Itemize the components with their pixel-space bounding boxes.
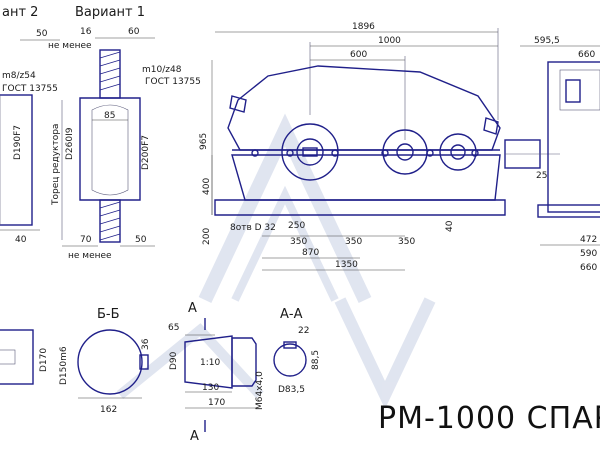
variant-1-header: Вариант 1 (75, 5, 145, 20)
cut-a-bottom: А (190, 429, 199, 444)
dim-40: 40 (445, 220, 455, 232)
variant2-spline: m8/z54 (2, 71, 36, 81)
variant2-dim-40: 40 (15, 235, 27, 245)
shaft-d150: D150m6 (59, 346, 69, 385)
taper-d90: D90 (169, 351, 179, 370)
variant1-dim-85: 85 (104, 111, 115, 121)
shaft-detail-left: D170 D150m6 (0, 329, 69, 385)
cut-a-top: А (188, 301, 197, 316)
dim-965: 965 (199, 133, 209, 150)
taper-ratio: 1:10 (200, 358, 220, 368)
taper-dim-65: 65 (168, 323, 179, 333)
variant1-not-less-top: не менее (48, 41, 92, 51)
dim-1350: 1350 (335, 260, 358, 270)
section-aa-view: А-А 22 88,5 D83,5 (273, 307, 321, 395)
shaft-d170: D170 (39, 348, 49, 372)
side-dim-660-top: 660 (578, 50, 595, 60)
side-dim-590: 590 (580, 249, 597, 259)
shaft-bearing-3 (439, 133, 477, 171)
dim-400: 400 (202, 178, 212, 195)
variant1-spline: m10/z48 (142, 65, 182, 75)
variant1-not-less-bottom: не менее (68, 251, 112, 261)
dim-350-a: 350 (290, 237, 307, 247)
dim-870: 870 (302, 248, 319, 258)
variant1-upper-hatch (99, 51, 121, 91)
dim-350-b: 350 (345, 237, 362, 247)
variant1-d260: D260I9 (65, 127, 75, 160)
shaft-bearing-2 (382, 129, 428, 175)
variant-1-view: Вариант 1 16 60 не менее m10/z48 ГОСТ 13… (48, 5, 201, 261)
bb-dim-162: 162 (100, 405, 117, 415)
dim-200: 200 (202, 228, 212, 245)
dim-1896: 1896 (352, 22, 375, 32)
variant1-dim-50: 50 (135, 235, 147, 245)
variant1-d200: D200F7 (141, 135, 151, 170)
section-aa-label: А-А (280, 307, 303, 322)
variant1-gost: ГОСТ 13755 (145, 77, 201, 87)
dim-600: 600 (350, 50, 367, 60)
bb-dim-36: 36 (141, 338, 151, 350)
holes-label: 8отв D 32 (230, 223, 276, 233)
variant1-dim-60: 60 (128, 27, 140, 37)
watermark-logo (116, 113, 436, 410)
gearbox-side-view: 595,5 660 25 472 590 660 (520, 36, 600, 273)
side-dim-25: 25 (536, 171, 547, 181)
taper-thread: М64х4,0 (255, 371, 265, 410)
shaft-bearing-1 (281, 123, 339, 181)
side-dim-472: 472 (580, 235, 597, 245)
taper-dim-170: 170 (208, 398, 225, 408)
variant1-end-face: Торец редуктора (51, 124, 61, 206)
flange-bolts (251, 149, 479, 157)
side-dim-595: 595,5 (534, 36, 560, 46)
variant1-lower-hatch (99, 201, 121, 241)
dim-350-c: 350 (398, 237, 415, 247)
variant2-d190: D190F7 (13, 125, 23, 160)
variant1-dim-16: 16 (80, 27, 92, 37)
dim-250: 250 (288, 221, 305, 231)
drawing-title: РМ-1000 СПАР (378, 401, 600, 436)
aa-d835: D83,5 (278, 385, 305, 395)
tapered-shaft-view: А А 65 D90 1:10 130 170 М64х4,0 (168, 301, 265, 444)
taper-dim-130: 130 (202, 383, 219, 393)
aa-dim-22: 22 (298, 326, 309, 336)
aa-dim-885: 88,5 (311, 350, 321, 370)
variant-2-view: ант 2 50 m8/z54 ГОСТ 13755 D190F7 40 (0, 5, 60, 245)
side-dim-660-bottom: 660 (580, 263, 597, 273)
variant-2-header: ант 2 (2, 5, 38, 20)
variant1-dim-70: 70 (80, 235, 92, 245)
gearbox-front-view: 1896 1000 600 (199, 22, 560, 271)
section-bb-view: Б-Б 36 162 (77, 307, 151, 415)
variant2-dim-50: 50 (36, 29, 48, 39)
variant2-gost: ГОСТ 13755 (2, 84, 58, 94)
dim-1000: 1000 (378, 36, 401, 46)
section-bb-label: Б-Б (97, 307, 120, 322)
